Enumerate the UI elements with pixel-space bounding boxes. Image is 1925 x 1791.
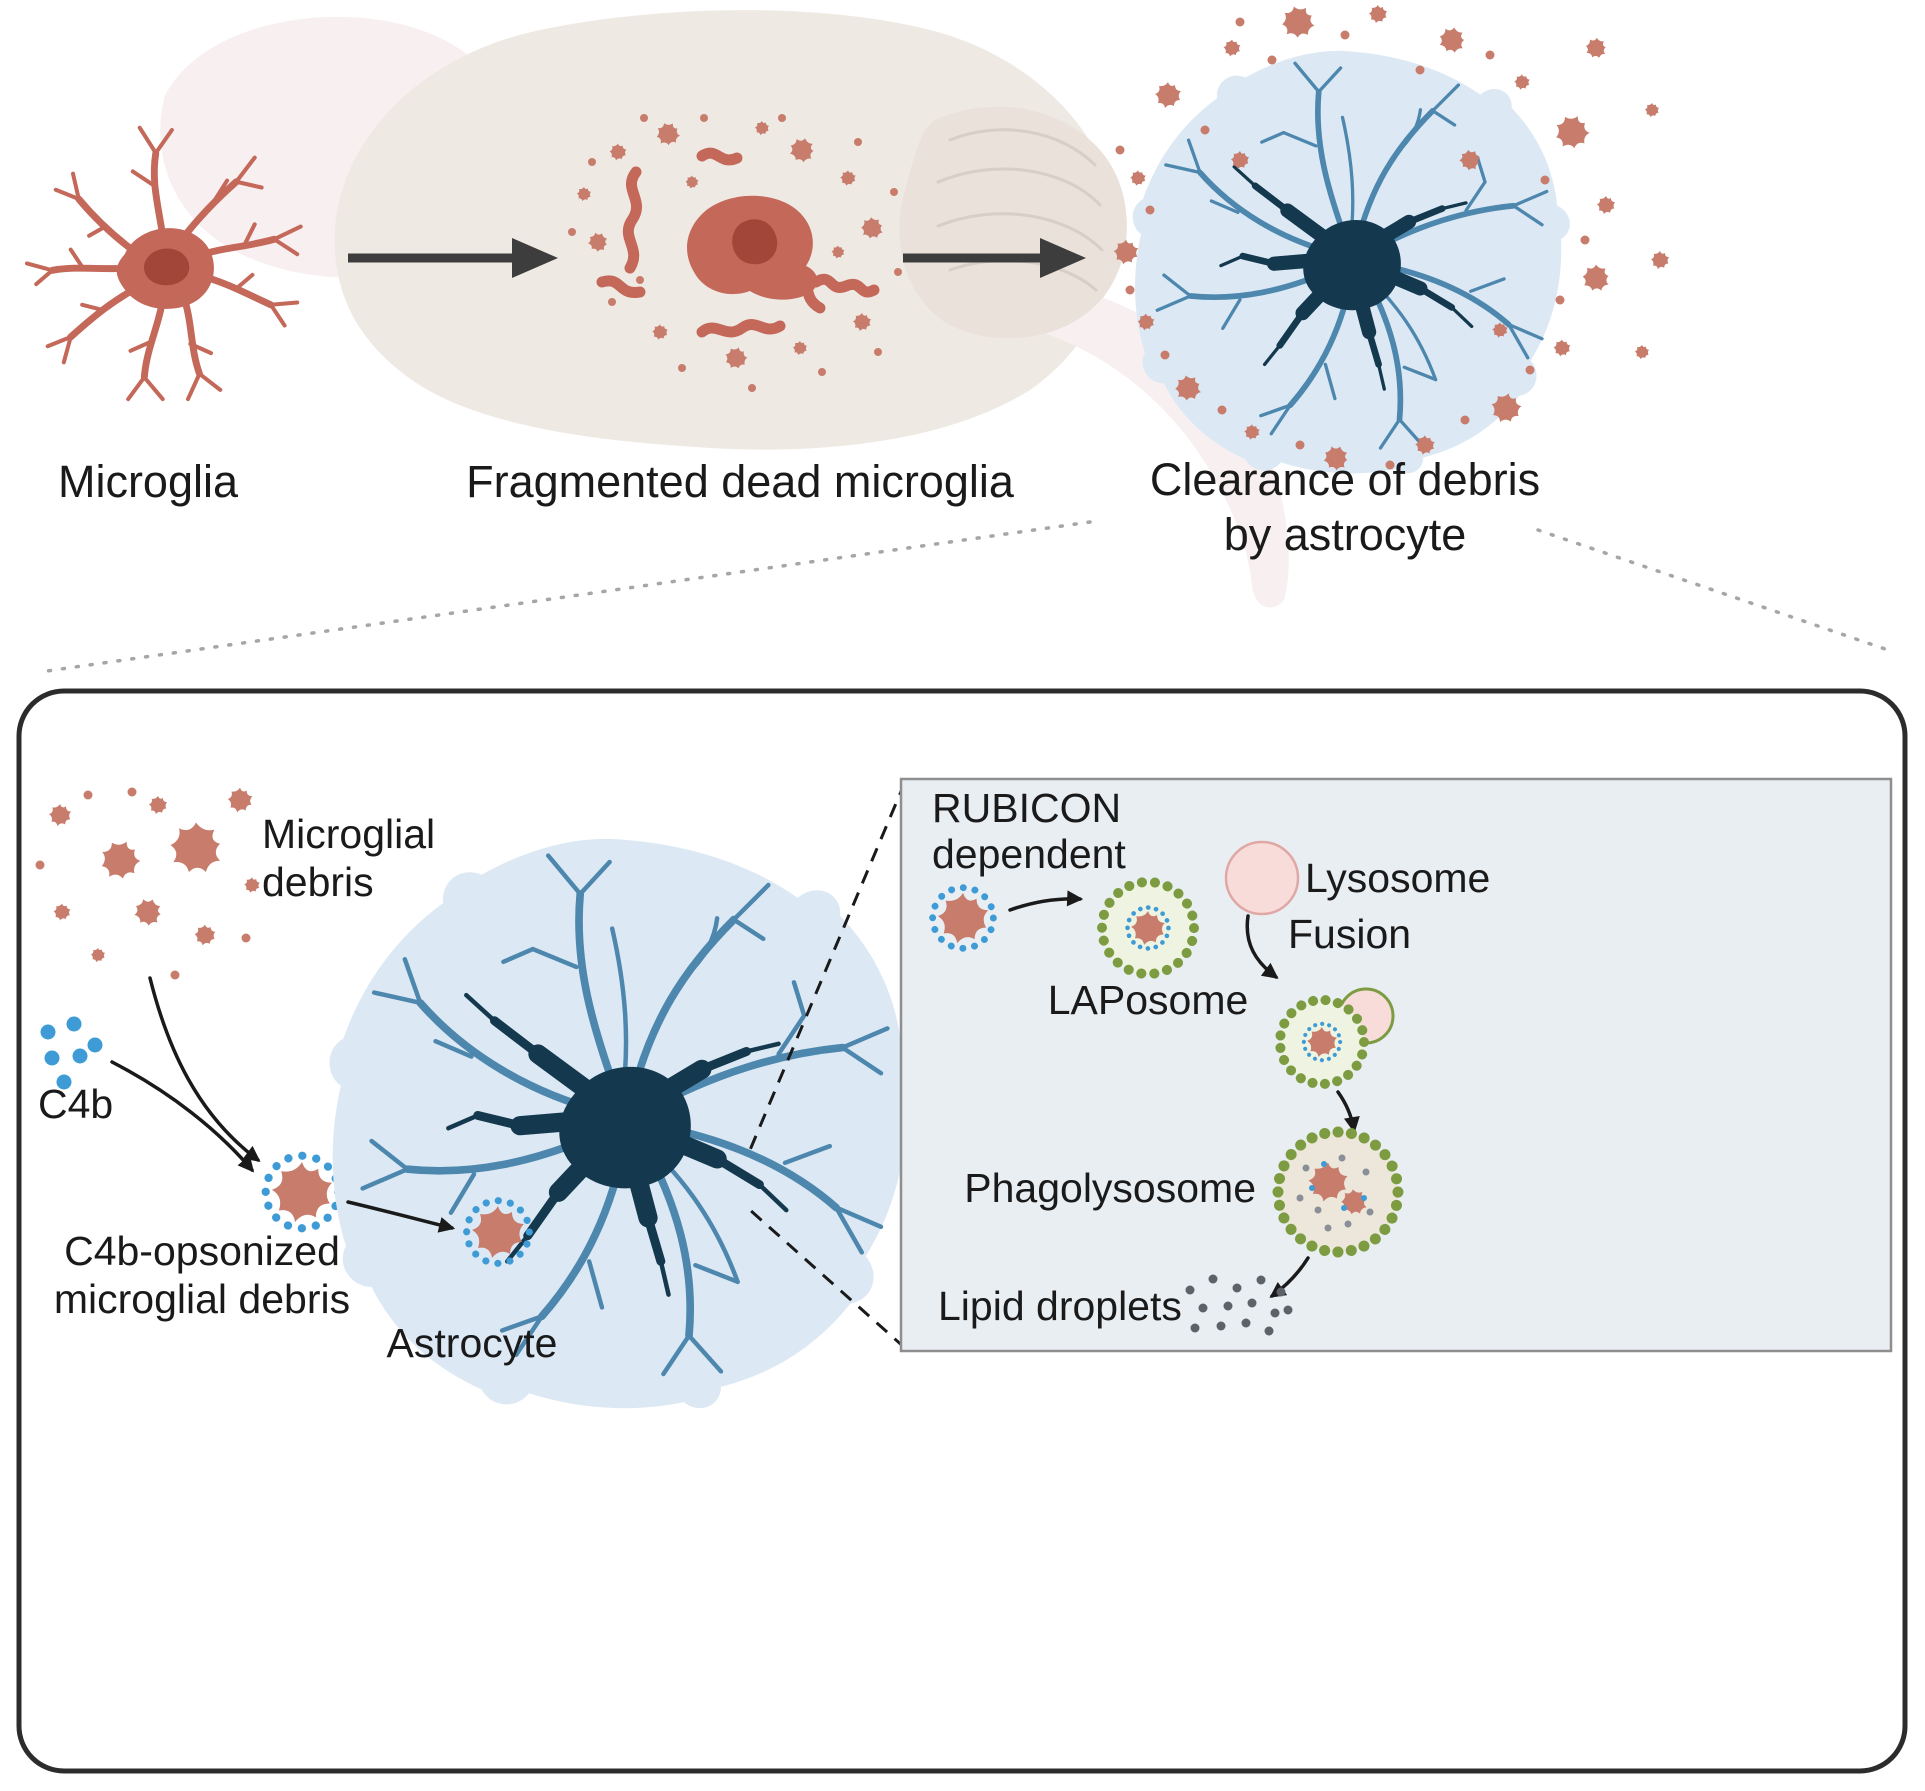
- microglia-cell-illustration: [24, 125, 303, 402]
- zoom-connector-left: [38, 520, 1092, 674]
- fragmented-microglia-cluster: [568, 114, 902, 392]
- cerebellum-folds: [936, 128, 1104, 292]
- cerebellum: [899, 106, 1127, 339]
- phagolysosome-icon: [1272, 1126, 1404, 1258]
- rubicon-label-line2: dependent: [932, 831, 1126, 877]
- zoom-connector-right: [1536, 528, 1890, 652]
- lysosome-label: Lysosome: [1305, 855, 1490, 901]
- opsonized-label-line1: C4b-opsonized: [64, 1228, 340, 1274]
- arrow-opsonized-to-astrocyte: [346, 1200, 456, 1233]
- laposome-icon: [1097, 877, 1199, 979]
- astrocyte-label: Astrocyte: [387, 1320, 558, 1366]
- arrow-opsonized-to-laposome: [1008, 890, 1084, 912]
- inset-connector-bottom: [749, 1208, 906, 1350]
- arrow-phagolysosome-to-lipids: [1269, 1256, 1310, 1298]
- lipid-droplets-label: Lipid droplets: [938, 1283, 1182, 1329]
- inset-connector-top: [748, 781, 907, 1151]
- arrow-fusion-to-phagolysosome: [1336, 1090, 1360, 1134]
- step-arrow-1-icon: [348, 238, 558, 278]
- microglial-debris-label-line2: debris: [262, 859, 374, 905]
- lipid-droplets-icon: [1185, 1274, 1293, 1336]
- debris-field: [1113, 0, 1670, 475]
- lysosome-icon: [1224, 840, 1300, 916]
- fusion-label: Fusion: [1288, 911, 1411, 957]
- rubicon-label-line1: RUBICON: [932, 785, 1121, 831]
- phagolysosome-label: Phagolysosome: [964, 1165, 1256, 1211]
- clearance-label-line1: Clearance of debris: [1150, 454, 1540, 505]
- fragmented-label: Fragmented dead microglia: [466, 456, 1015, 507]
- microglial-debris-cluster: [35, 787, 260, 980]
- microglia-label: Microglia: [58, 456, 239, 507]
- clearance-label-line2: by astrocyte: [1224, 509, 1467, 560]
- inset-box: [899, 777, 1893, 1353]
- opsonized-label-line2: microglial debris: [54, 1276, 350, 1322]
- laposome-label: LAPosome: [1048, 977, 1249, 1023]
- arrow-c4b-to-opsonized: [110, 1060, 255, 1173]
- microglial-debris-label-line1: Microglial: [262, 811, 435, 857]
- step-arrow-2-icon: [903, 238, 1086, 278]
- astrocyte-clearing-debris-illustration: [1113, 0, 1670, 475]
- brain-illustration: [160, 10, 1289, 608]
- c4b-label: C4b: [38, 1081, 113, 1127]
- c4b-molecules-icon: [38, 1014, 105, 1092]
- laposome-lysosome-fusion-icon: [1275, 987, 1395, 1089]
- arrow-debris-to-opsonized: [148, 976, 261, 1162]
- arrow-lysosome-fusion: [1245, 914, 1279, 979]
